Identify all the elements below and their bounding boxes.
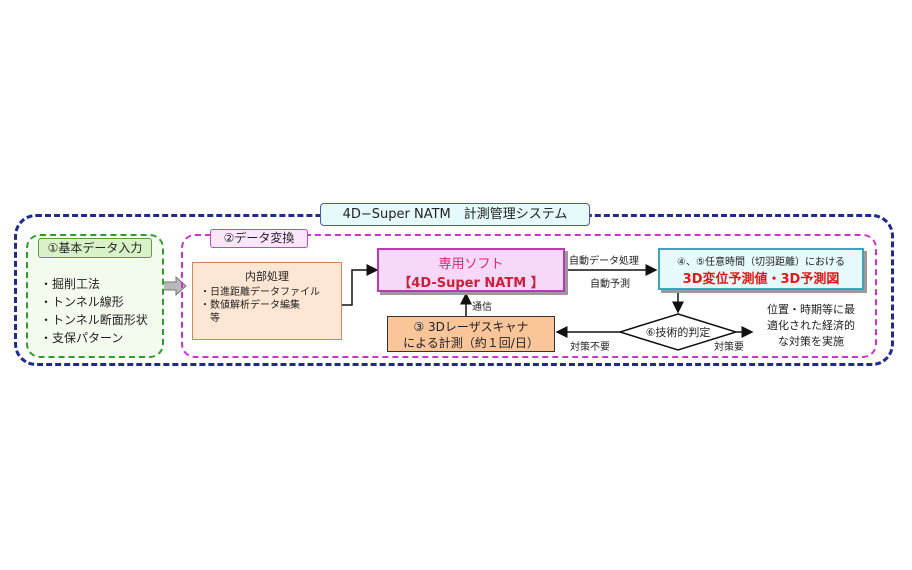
judgement-diamond bbox=[617, 313, 739, 351]
software-title: 専用ソフト bbox=[438, 257, 504, 272]
internal-to-soft-connector bbox=[331, 264, 379, 311]
internal-processing-item: ・日進距離データファイル bbox=[200, 287, 320, 298]
measure-needed-label: 対策要 bbox=[714, 342, 744, 353]
basic-data-input-label: ①基本データ入力 bbox=[38, 238, 152, 258]
communication-label: 通信 bbox=[472, 302, 492, 313]
system-title: 4D−Super NATM 計測管理システム bbox=[320, 203, 590, 226]
basic-data-item: ・支保パターン bbox=[40, 331, 124, 345]
prediction-box: ④、⑤任意時間（切羽距離）における 3D変位予測値・3D予測図 bbox=[658, 248, 864, 290]
laser-line1: ③ 3Dレーザスキャナ bbox=[413, 320, 529, 334]
basic-data-list: ・掘削工法 ・トンネル線形 ・トンネル断面形状 ・支保パターン bbox=[40, 275, 160, 347]
internal-processing-item: ・数値解析データ編集 bbox=[200, 300, 300, 311]
no-measure-label: 対策不要 bbox=[570, 342, 610, 353]
auto-data-label: 自動データ処理 bbox=[569, 256, 639, 267]
result-line3: な対策を実施 bbox=[778, 335, 844, 348]
result-text: 位置・時期等に最 適化された経済的 な対策を実施 bbox=[752, 302, 870, 350]
internal-processing-item: 等 bbox=[200, 313, 220, 324]
judgement-label: ⑥技術的判定 bbox=[645, 326, 711, 339]
internal-processing-title: 内部処理 bbox=[245, 270, 289, 283]
internal-processing-box bbox=[192, 262, 342, 340]
data-conversion-section bbox=[181, 234, 877, 358]
data-conversion-label: ②データ変換 bbox=[210, 229, 308, 248]
software-name: 【4D-Super NATM 】 bbox=[398, 276, 544, 291]
basic-data-item: ・トンネル線形 bbox=[40, 295, 124, 309]
laser-line2: による計測（約１回/日） bbox=[403, 336, 539, 350]
prediction-line1: ④、⑤任意時間（切羽距離）における bbox=[677, 257, 845, 268]
basic-data-item: ・トンネル断面形状 bbox=[40, 313, 148, 327]
basic-data-item: ・掘削工法 bbox=[40, 277, 101, 291]
prediction-line2: 3D変位予測値・3D予測図 bbox=[682, 272, 840, 287]
laser-scanner-box: ③ 3Dレーザスキャナ による計測（約１回/日） bbox=[387, 316, 555, 352]
result-line1: 位置・時期等に最 bbox=[767, 303, 855, 316]
dedicated-software-box: 専用ソフト 【4D-Super NATM 】 bbox=[377, 248, 565, 292]
internal-processing-list: ・日進距離データファイル ・数値解析データ編集 等 bbox=[200, 286, 340, 325]
result-line2: 適化された経済的 bbox=[767, 319, 855, 332]
auto-predict-label: 自動予測 bbox=[590, 279, 630, 290]
